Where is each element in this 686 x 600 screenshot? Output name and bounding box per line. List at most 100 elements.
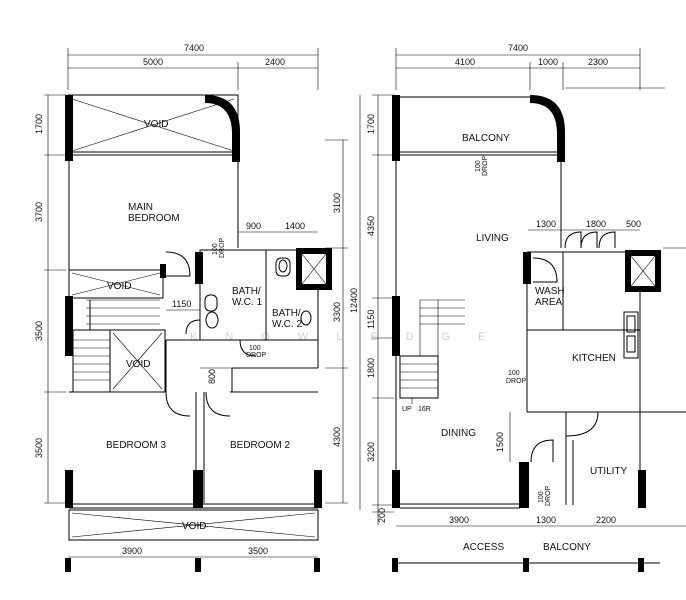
bath1-label-1: BATH/ (232, 286, 261, 297)
main-bedroom-label-2: BEDROOM (128, 213, 180, 224)
upper-void-bottom: VOID (68, 509, 319, 541)
upper-dim-left-1: 1700 (34, 114, 44, 134)
living-label: LIVING (476, 233, 509, 244)
lower-dim-total: 7400 (508, 43, 528, 53)
wall (65, 558, 71, 572)
utility-area: UTILITY 100 DROP (530, 411, 628, 506)
lower-dim-total-left: 12400 (349, 288, 359, 313)
lower-dim-bottom-3: 2200 (596, 515, 616, 525)
lower-dim-bottom-2: 1300 (536, 515, 556, 525)
lower-dim-left-4: 1800 (366, 358, 376, 378)
lower-dim-1500: 1500 (495, 432, 505, 452)
upper-dim-800: 800 (207, 369, 217, 384)
lower-drop-b-2: DROP (506, 378, 527, 385)
upper-dim-right-2: 3300 (332, 302, 342, 322)
upper-drop-a-2: DROP (219, 237, 226, 258)
lower-drop-c-2: DROP (545, 485, 552, 506)
lower-dim-c: 2300 (588, 57, 608, 67)
lower-dim-bottom-1: 3900 (449, 515, 469, 525)
bath2-label-1: BATH/ (272, 308, 301, 319)
utility-label: UTILITY (590, 466, 628, 477)
upper-floor-plan: 7400 5000 2400 1700 3700 3500 3500 3100 … (34, 43, 348, 572)
stair-risers-label: 16R (418, 406, 431, 413)
wall (519, 462, 529, 508)
lower-dim-1300: 1300 (536, 219, 556, 229)
lower-dim-left-6: 200 (377, 508, 387, 523)
upper-void-top-label: VOID (144, 119, 168, 130)
wall (195, 558, 201, 572)
upper-dim-left-3: 3500 (34, 321, 44, 341)
upper-void-mid-label: VOID (107, 281, 131, 292)
bedroom2-label: BEDROOM 2 (230, 440, 290, 451)
upper-drop-b-1: 100 (249, 345, 261, 352)
wall (314, 470, 322, 508)
wash-label-2: AREA (535, 297, 563, 308)
upper-dim-1150: 1150 (172, 299, 191, 309)
lower-dim-1800: 1800 (586, 219, 606, 229)
wall (193, 470, 203, 508)
wall (65, 470, 73, 508)
upper-dim-bottom-2: 3500 (248, 546, 268, 556)
wall (160, 264, 166, 278)
main-bedroom-label-1: MAIN (128, 202, 153, 213)
upper-void-top: VOID (67, 94, 239, 156)
dining-label: DINING (441, 428, 476, 439)
wall-curved (205, 95, 240, 162)
lower-top-dimensions: 7400 4100 1000 2300 (395, 43, 665, 90)
upper-dim-right: 2400 (265, 57, 285, 67)
wash-label-1: WASH (535, 286, 565, 297)
watermark-text: KNOWLEDGE (190, 331, 514, 343)
upper-dim-left-2: 3700 (34, 202, 44, 222)
wall (523, 558, 529, 572)
lower-left-dimensions: 12400 1700 4350 1150 1800 3200 200 (349, 94, 394, 525)
upper-bath-area: BATH/ W.C. 1 BATH/ W.C. 2 100 DROP (165, 249, 319, 359)
upper-dim-total: 7400 (184, 43, 204, 53)
balcony-top-label: BALCONY (462, 133, 510, 144)
lower-floor-plan: 7400 4100 1000 2300 12400 1700 4350 1150… (349, 43, 686, 572)
upper-dim-bottom-1: 3900 (122, 546, 142, 556)
bedroom3-label: BEDROOM 3 (106, 440, 166, 451)
upper-left-dimensions: 1700 3700 3500 3500 (34, 94, 66, 504)
upper-dim-900: 900 (246, 221, 261, 231)
lower-dim-left-2: 4350 (366, 216, 376, 236)
lower-stair: UP 16R (392, 296, 465, 413)
bath2-label-2: W.C. 2 (272, 319, 302, 330)
lower-dim-left-5: 3200 (366, 442, 376, 462)
upper-dim-left-4: 3500 (34, 438, 44, 458)
wall (392, 558, 398, 572)
wall (65, 95, 73, 161)
upper-drop-a-1: 100 (212, 243, 219, 255)
wash-area: WASH AREA (523, 251, 640, 330)
lower-dim-left-3: 1150 (366, 310, 376, 329)
upper-top-dimensions: 7400 5000 2400 (67, 43, 319, 90)
lower-drop-b-1: 100 (508, 370, 520, 377)
wall (392, 470, 400, 508)
lower-dim-left-1: 1700 (366, 114, 376, 134)
upper-dim-right-1: 3100 (332, 193, 342, 213)
lower-service-shaft (625, 250, 661, 292)
lower-drop-c-1: 100 (538, 491, 545, 503)
bath1-label-2: W.C. 1 (232, 297, 262, 308)
upper-void-mid: VOID (68, 269, 164, 299)
upper-void-bottom-label: VOID (182, 521, 206, 532)
upper-dim-right-3: 4300 (332, 427, 342, 447)
upper-service-shaft (296, 248, 332, 368)
wall (638, 470, 646, 508)
lower-drop-a-1: 100 (475, 160, 482, 172)
upper-dim-left: 5000 (143, 57, 163, 67)
upper-right-dimensions: 3100 3300 4300 (325, 139, 348, 504)
lower-dim-500: 500 (626, 219, 641, 229)
upper-void-stair-label: VOID (126, 359, 150, 370)
lower-balcony-top: BALCONY 100 DROP (392, 95, 565, 176)
lower-dim-b: 1000 (538, 57, 558, 67)
wall (638, 558, 644, 572)
kitchen-sink (623, 311, 639, 359)
bottom-balcony-label: BALCONY (543, 542, 591, 553)
stair-up-label: UP (402, 406, 412, 413)
wall (314, 558, 320, 572)
upper-dim-1400: 1400 (285, 221, 305, 231)
upper-stair-void: VOID (65, 296, 166, 393)
upper-drop-b-2: DROP (246, 352, 267, 359)
lower-drop-a-2: DROP (482, 155, 489, 176)
